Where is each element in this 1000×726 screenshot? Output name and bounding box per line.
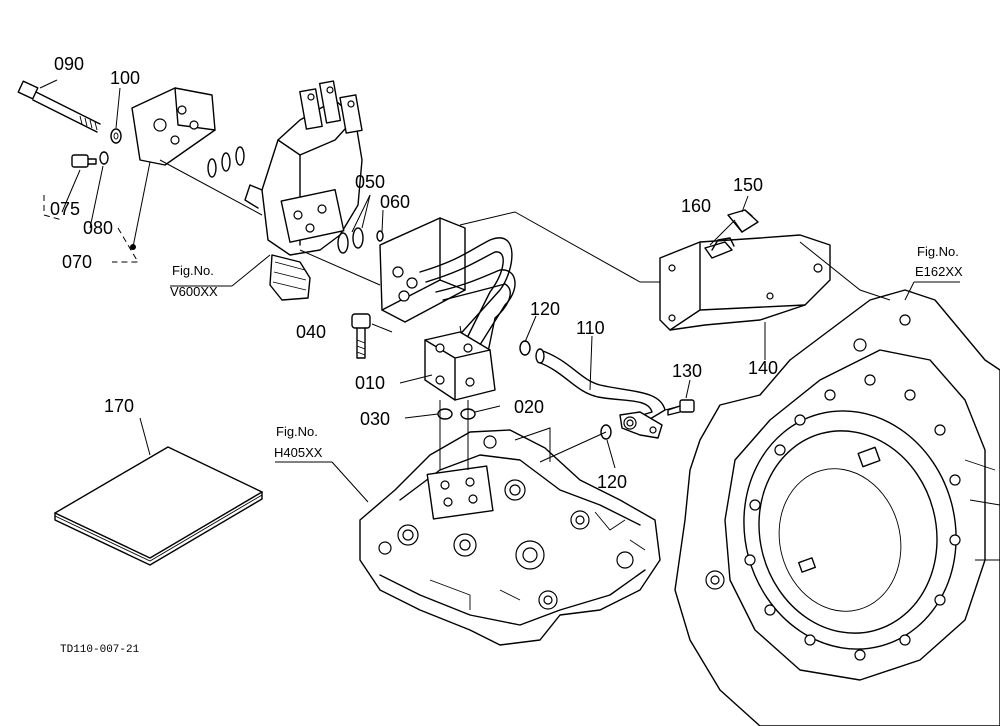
hydraulic-pipes-drawing [419,237,516,353]
callout-150: 150 [733,175,763,195]
part-callouts: 090 100 075 080 070 050 060 150 160 040 … [50,54,778,492]
fig-ref-code-h405: H405XX [274,445,323,460]
fig-ref-label-v600: Fig.No. [172,263,214,278]
hydraulic-housing-drawing [359,429,661,646]
bolt-040-drawing [351,313,371,359]
figure-references: Fig.No. V600XX Fig.No. H405XX Fig.No. E1… [170,244,963,460]
fig-ref-label-h405: Fig.No. [276,424,318,439]
fig-ref-code-e162: E162XX [915,264,963,279]
callout-010: 010 [355,373,385,393]
callout-030: 030 [360,409,390,429]
fig-ref-label-e162: Fig.No. [917,244,959,259]
washer-100-drawing [110,128,122,144]
transmission-case-drawing [674,289,1000,726]
callout-110: 110 [576,318,605,338]
callout-170: 170 [104,396,134,416]
orings-between-plate-valve [207,146,245,178]
orings-030-020-drawing [437,408,476,420]
diagram-code: TD110-007-21 [60,644,140,656]
flange-010-drawing [424,331,496,401]
fitting-160-drawing [704,237,735,259]
callout-120-upper: 120 [530,299,560,319]
manual-170-drawing [54,446,263,566]
callout-020: 020 [514,397,544,417]
plug-075-drawing [71,154,97,168]
oring-080-drawing [99,151,109,165]
bracket-140-drawing [659,234,831,331]
bolt-130-drawing [667,399,695,416]
control-valve-drawing [244,80,363,301]
bolt-090-drawing [17,80,101,133]
callout-090: 090 [54,54,84,74]
callout-075: 075 [50,199,80,219]
fitting-150-drawing [727,209,759,233]
callout-080: 080 [83,218,113,238]
callout-040: 040 [296,322,326,342]
pipe-110-drawing [519,340,666,440]
orings-050-060-drawing [337,227,384,254]
callout-050: 050 [355,172,385,192]
callout-070: 070 [62,252,92,272]
callout-160: 160 [681,196,711,216]
fig-ref-code-v600: V600XX [170,284,218,299]
block-adapter-drawing [379,217,466,323]
callout-120-lower: 120 [597,472,627,492]
callout-060: 060 [380,192,410,212]
plate-070-drawing [130,87,216,250]
callout-140: 140 [748,358,778,378]
callout-130: 130 [672,361,702,381]
callout-100: 100 [110,68,140,88]
leader-lines [39,79,960,503]
